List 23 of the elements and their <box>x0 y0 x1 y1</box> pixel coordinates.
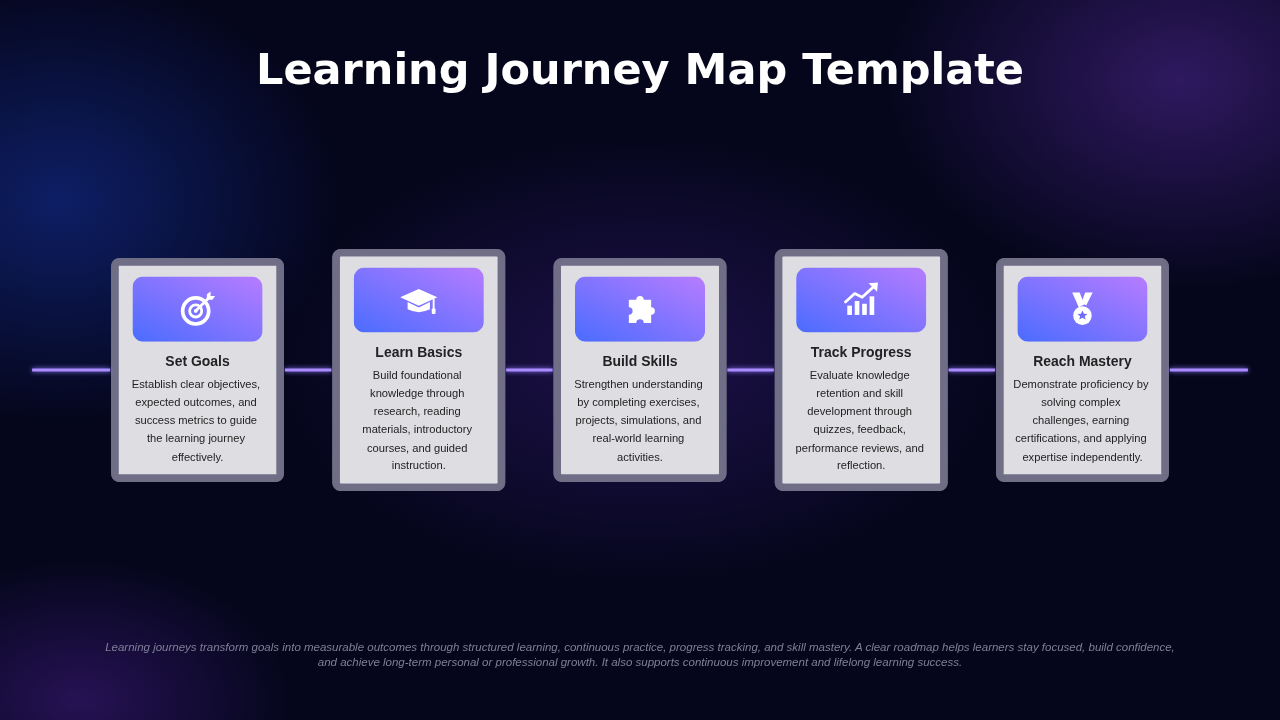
connector-line <box>948 368 996 372</box>
step-card <box>774 248 948 492</box>
step-title: Learn Basics <box>375 342 463 362</box>
connector-line <box>727 368 774 372</box>
step-description: Strengthen understanding by completing exercises, projects, simulations, and real-world learning activities. <box>574 377 704 463</box>
step-card <box>111 258 284 482</box>
step-title: Set Goals <box>165 351 230 371</box>
step-description: Build foundational knowledge through research, reading materials, introductory courses, and guided instruction. <box>362 368 474 472</box>
connector-line <box>32 368 111 372</box>
step-description: Evaluate knowledge retention and skill development through quizzes, feedback, performance reviews, and reflection. <box>795 368 925 472</box>
connector-line <box>1169 368 1248 372</box>
diagram-title: Learning Journey Map Template <box>256 44 1024 94</box>
connector-line <box>284 368 332 372</box>
connector-line <box>506 368 553 372</box>
step-title: Reach Mastery <box>1033 351 1132 371</box>
step-description: Establish clear objectives, expected outcomes, and success metrics to guide the learning journey effectively. <box>131 377 262 463</box>
step-card <box>996 258 1169 482</box>
step-description: Demonstrate proficiency by solving complex challenges, earning certifications, and applying expertise independently. <box>1013 377 1150 463</box>
step-title: Build Skills <box>602 351 678 371</box>
step-title: Track Progress <box>810 342 912 362</box>
step-card <box>553 258 727 482</box>
caption-text: Learning journeys transform goals into measurable outcomes through structured learning, continuous practice, progress tracking, and skill mastery. A clear roadmap helps learners stay focused, build confidence, and achieve long-term personal or professional growth. It also supports continuous improvement and lifelong learning success. <box>104 640 1176 670</box>
step-card <box>332 248 506 492</box>
